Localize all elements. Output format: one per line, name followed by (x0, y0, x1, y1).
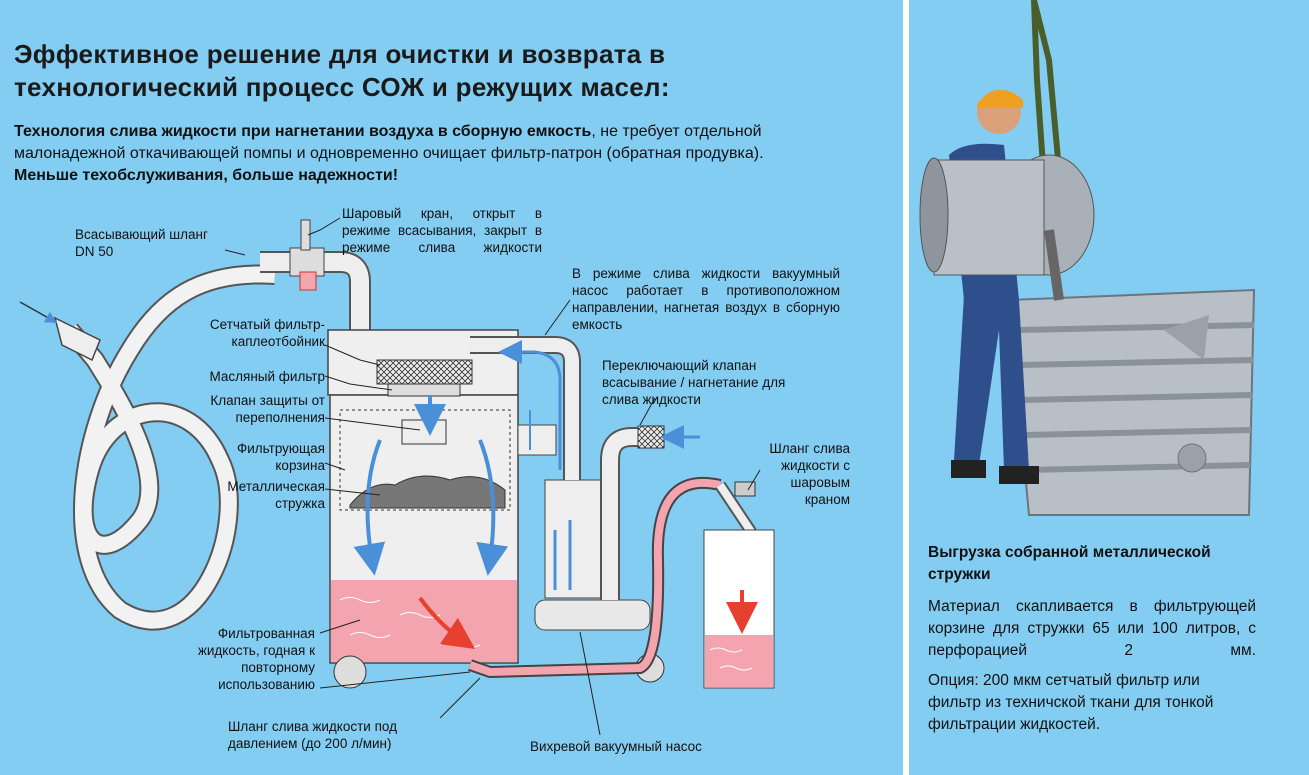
side-paragraph-1: Материал скапливается в фильтрующей корз… (928, 598, 1256, 659)
suction-hose (62, 264, 276, 631)
label-switch-valve: Переключающий клапан всасывание / нагнет… (602, 358, 786, 407)
drain-ball-valve (734, 481, 756, 497)
intro-bold-lead: Технология слива жидкости при нагнетании… (14, 123, 592, 140)
pump-arrows (553, 520, 572, 590)
return-pipe (470, 338, 579, 480)
chip-unloading-photo (909, 0, 1309, 520)
overflow-valve-drawing (401, 419, 447, 445)
tank-liquid (331, 580, 517, 662)
label-overflow-valve: Клапан защиты от переполнения (210, 393, 325, 425)
label-oil-filter: Масляный фильтр (209, 369, 326, 384)
container-waves (709, 647, 753, 671)
flow-arrow-3 (476, 439, 509, 576)
ball-valve-handle (300, 219, 311, 251)
oil-filter-drawing (387, 383, 461, 397)
label-drain-hose-valve: Шланг слива жидкости с шаровым краном (769, 441, 850, 507)
ball-valve-red (299, 271, 317, 291)
liquid-waves (339, 597, 481, 648)
pressure-hose (468, 478, 721, 677)
page-title: Эффективное решение для очистки и возвра… (14, 39, 670, 102)
label-vortex-pump: Вихревой вакуумный насос (530, 739, 702, 754)
flow-arrow-2 (353, 439, 386, 576)
intake-arrow (19, 301, 58, 323)
panel-divider (903, 0, 909, 775)
mesh-filter-drawing (376, 359, 473, 385)
return-flow-arrow (498, 340, 562, 470)
label-ball-valve: Шаровый кран, открыт в режиме всасывания… (342, 206, 542, 255)
chips-drawing (349, 475, 506, 509)
separator-diagram (19, 217, 775, 736)
switch-pipe (602, 429, 640, 600)
label-suction-hose: Всасывающий шланг DN 50 (75, 227, 208, 259)
label-filter-basket: Фильтрующая корзина (236, 441, 325, 473)
label-pressure-hose: Шланг слива жидкости под давлением (до 2… (228, 719, 397, 751)
vortex-pump-drawing (534, 599, 651, 631)
hose-nozzle (53, 316, 101, 362)
leader-lines (224, 217, 761, 736)
side-valve (517, 424, 557, 456)
drain-arrow-tank (418, 596, 476, 650)
side-paragraph-2: Опция: 200 мкм сетчатый фильтр или фильт… (928, 672, 1214, 733)
switch-valve-filter (637, 425, 665, 449)
intro-text: Технология слива жидкости при нагнетании… (14, 121, 859, 187)
label-filtered-liquid: Фильтрованная жидкость, годная к повторн… (197, 626, 315, 692)
side-title: Выгрузка собранной металлической стружки (928, 544, 1211, 583)
intro-bold-tail: Меньше техобслуживания, больше надежност… (14, 167, 399, 184)
label-mesh-filter: Сетчатый фильтр-каплеотбойник (209, 317, 325, 349)
intro-rest: , не требует отдельной малонадежной отка… (14, 123, 764, 162)
inlet-pipe (260, 253, 369, 335)
wheel-left (333, 655, 367, 689)
label-drain-mode: В режиме слива жидкости вакуумный насос … (572, 266, 840, 332)
label-metal-chips: Металлическая стружка (227, 479, 325, 511)
container-liquid (705, 635, 773, 687)
